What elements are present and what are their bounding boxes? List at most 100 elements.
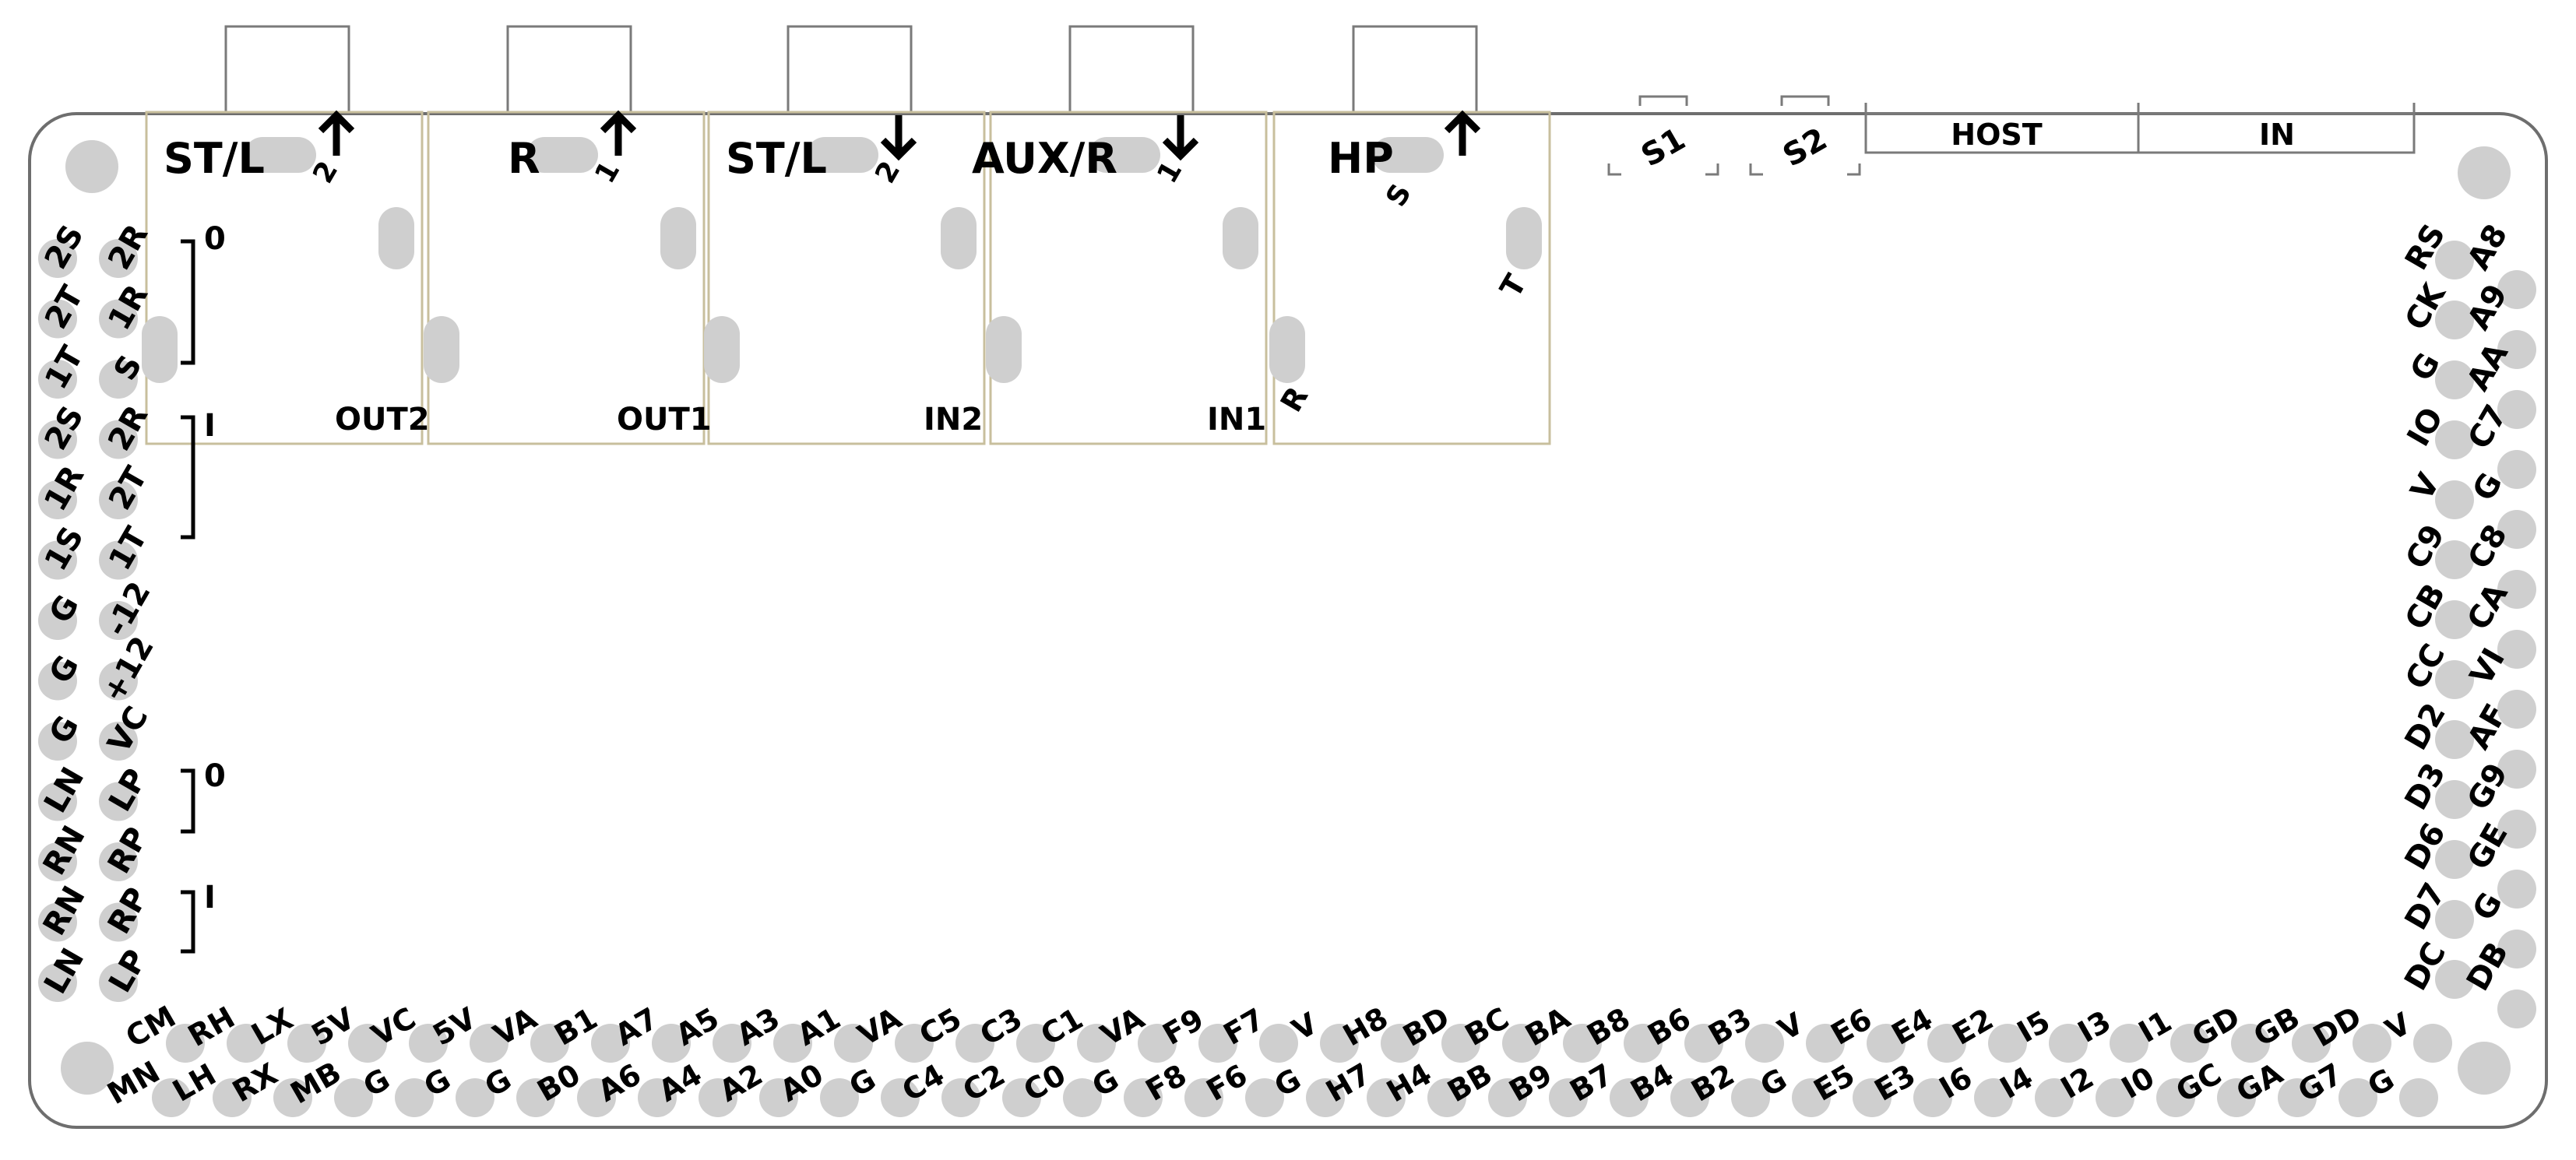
pin-pad: [99, 963, 138, 1002]
pin-pad: [1502, 1024, 1541, 1063]
pin-pad: [38, 480, 77, 519]
board-outline: [28, 112, 2548, 1129]
jack-outline: [427, 111, 706, 445]
pin-pad: [2353, 1024, 2391, 1063]
pin-pad: [1184, 1078, 1223, 1117]
pin-pad: [38, 661, 77, 701]
jack-pad: [142, 316, 178, 383]
switch-outline: [1607, 95, 1719, 176]
connector-label: IN: [2259, 118, 2295, 152]
mounting-hole: [61, 1042, 114, 1095]
pin-pad: [2170, 1024, 2209, 1063]
pin-pad: [1002, 1078, 1041, 1117]
pin-pad: [1124, 1078, 1163, 1117]
mounting-hole: [2458, 146, 2511, 199]
mounting-hole: [2458, 1042, 2511, 1095]
pin-pad: [470, 1024, 509, 1063]
pin-pad: [2497, 630, 2536, 669]
pin-pad: [1670, 1078, 1709, 1117]
pin-pad: [577, 1078, 616, 1117]
pin-pad: [713, 1024, 751, 1063]
jack-name: IN2: [924, 402, 983, 438]
bracket: [181, 890, 195, 954]
pin-pad: [2497, 330, 2536, 369]
pin-pad: [699, 1078, 737, 1117]
arrow-down-icon: [880, 115, 917, 161]
pin-pad: [166, 1024, 205, 1063]
pin-pad: [1974, 1078, 2013, 1117]
pin-pad: [2278, 1078, 2317, 1117]
pin-pad: [2035, 1078, 2074, 1117]
pin-pad: [99, 299, 138, 339]
pin-pad: [820, 1078, 859, 1117]
pin-pad: [38, 239, 77, 278]
pin-pad: [1441, 1024, 1480, 1063]
pin-pad: [1138, 1024, 1177, 1063]
switches: S1 S2: [1607, 95, 1861, 176]
pin-pad: [2497, 690, 2536, 729]
pin-pad: [2497, 870, 2536, 909]
pin-pad: [152, 1078, 191, 1117]
pin-pad: [1381, 1024, 1420, 1063]
pin-pad: [1684, 1024, 1723, 1063]
pin-pad: [99, 601, 138, 640]
arrow-up-icon: [600, 110, 637, 156]
pin-pad: [38, 722, 77, 761]
pin-pad: [591, 1024, 630, 1063]
bracket: [181, 239, 195, 365]
pin-pad: [273, 1078, 312, 1117]
pin-pad: [2217, 1078, 2256, 1117]
pin-pad: [2497, 990, 2536, 1028]
pin-pad: [1624, 1024, 1663, 1063]
pin-pad: [773, 1024, 812, 1063]
pin-pad: [955, 1024, 994, 1063]
pin-pad: [516, 1078, 555, 1117]
connector-label: HOST: [1951, 118, 2042, 152]
pin-pad: [1306, 1078, 1345, 1117]
jack-pad: [424, 316, 459, 383]
pin-pad: [38, 601, 77, 640]
pin-pad: [530, 1024, 569, 1063]
jack-name: OUT2: [335, 402, 430, 438]
pin-pad: [395, 1078, 434, 1117]
group-label: I: [204, 408, 216, 444]
pin-pad: [2497, 510, 2536, 549]
pin-pad: [2435, 301, 2474, 339]
pin-pad: [1806, 1024, 1845, 1063]
pin-pad: [2497, 570, 2536, 609]
bottom-pin-header: CMMNRHLHLXRX5VMBVCG5VGVAGB1B0A7A6A5A4A3A…: [101, 999, 2452, 1117]
pin-pad: [38, 963, 77, 1002]
jack-bodies: [142, 25, 1551, 445]
jack-barrel: [787, 25, 913, 114]
mounting-hole: [65, 140, 118, 193]
arrow-up-icon: [1444, 110, 1481, 156]
arrow-down-icon: [1162, 115, 1199, 161]
connector-outline: [1864, 103, 2416, 154]
pin-pad: [99, 480, 138, 519]
pin-pad: [2413, 1024, 2452, 1063]
pin-pad: [2435, 660, 2474, 699]
jack-pad: [378, 207, 414, 269]
pin-pad: [227, 1024, 266, 1063]
pin-pad: [2156, 1078, 2195, 1117]
pin-pad: [1867, 1024, 1906, 1063]
jack-labels: ST/L R ST/L AUX/R HP 2 1 2 1 S OUT2 OUT1…: [164, 134, 1533, 438]
pin-pad: [2497, 810, 2536, 849]
pin-pad: [638, 1078, 677, 1117]
pin-pad: [99, 360, 138, 399]
pin-pad: [2096, 1078, 2134, 1117]
pin-pad: [38, 299, 77, 339]
pin-pad: [2497, 270, 2536, 309]
pin-pad: [2497, 750, 2536, 789]
pin-pad: [1320, 1024, 1359, 1063]
pin-pad: [213, 1078, 252, 1117]
pin-pad: [334, 1078, 373, 1117]
pin-pad: [1913, 1078, 1952, 1117]
pin-pad: [1259, 1024, 1298, 1063]
group-brackets: 0 I 0 I: [181, 221, 226, 954]
jack-pad: [704, 316, 740, 383]
pin-pad: [1927, 1024, 1966, 1063]
pin-pad: [99, 661, 138, 701]
jack-outline: [145, 111, 424, 445]
